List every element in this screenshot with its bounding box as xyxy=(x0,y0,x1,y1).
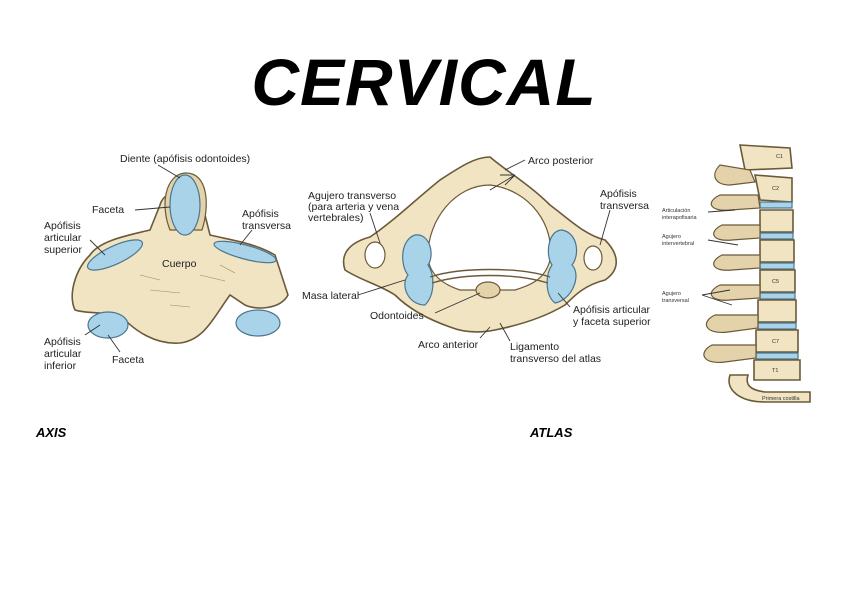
axis-label-facet-top: Faceta xyxy=(92,204,124,216)
spine-label-c5: C5 xyxy=(772,279,779,285)
axis-label-sup-art-3: superior xyxy=(44,244,82,256)
atlas-label-posterior-arch: Arco posterior xyxy=(528,155,594,167)
spine-label-ivf-1: Agujero xyxy=(662,234,681,240)
spine-label-c2: C2 xyxy=(772,186,779,192)
atlas-label-odontoid: Odontoides xyxy=(370,310,424,322)
vertebral-column xyxy=(739,144,801,381)
superior-facet-right xyxy=(546,229,578,304)
atlas-label-tp-1: Apófisis xyxy=(600,188,637,200)
atlas-label-sup-art-1: Apófisis articular xyxy=(573,304,651,316)
axis-label-dens: Diente (apófisis odontoides) xyxy=(120,153,250,165)
axis-illustration: Diente (apófisis odontoides) Faceta Apóf… xyxy=(44,153,291,372)
superior-facet-right xyxy=(213,240,277,264)
inferior-facet-right xyxy=(235,309,281,337)
atlas-label-lateral-mass: Masa lateral xyxy=(302,290,359,302)
spine-label-tf-1: Agujero xyxy=(662,291,681,297)
atlas-label-lig-2: transverso del atlas xyxy=(510,353,601,365)
atlas-label-tp-2: transversa xyxy=(600,200,649,212)
atlas-label-anterior-arch: Arco anterior xyxy=(418,339,479,351)
spine-label-tf-2: transversal xyxy=(662,298,689,304)
inferior-facet-left xyxy=(87,311,129,339)
spine-label-ivf-2: intervertebral xyxy=(662,241,694,247)
spine-label-facet-2: interapofisaria xyxy=(662,215,697,221)
axis-label-sup-art-2: articular xyxy=(44,232,82,244)
axis-label-inf-art-3: inferior xyxy=(44,360,77,372)
atlas-illustration: Arco posterior Agujero transverso (para … xyxy=(302,155,651,365)
atlas-label-sup-art-2: y faceta superior xyxy=(573,316,651,328)
spine-label-c7: C7 xyxy=(772,339,779,345)
atlas-label-lig-1: Ligamento xyxy=(510,341,559,353)
transverse-foramen-left xyxy=(364,241,386,269)
atlas-label-tf-2: (para arteria y vena xyxy=(308,201,399,213)
first-rib xyxy=(728,374,811,403)
posterior-elements xyxy=(703,164,761,364)
axis-label-body: Cuerpo xyxy=(162,258,197,270)
spine-label-first-rib: Primera costilla xyxy=(762,396,801,402)
odontoid xyxy=(475,281,501,299)
atlas-label-tf-3: vertebrales) xyxy=(308,212,363,224)
atlas-caption: ATLAS xyxy=(530,425,573,440)
superior-facet-left xyxy=(402,234,434,306)
transverse-foramen-right xyxy=(583,245,603,271)
atlas-label-tf-1: Agujero transverso xyxy=(308,190,396,202)
transverse-ligament xyxy=(429,268,551,284)
axis-caption: AXIS xyxy=(36,425,67,440)
cervical-spine-illustration: C1 C2 C5 C7 T1 Articulación interapofisa… xyxy=(662,144,811,403)
dens-facet xyxy=(169,174,201,236)
superior-facet-left xyxy=(86,239,144,271)
axis-label-transverse-1: Apófisis xyxy=(242,208,279,220)
axis-label-transverse-2: transversa xyxy=(242,220,291,232)
spine-label-facet-1: Articulación xyxy=(662,208,690,214)
spine-label-t1: T1 xyxy=(772,368,778,374)
page-title: CERVICAL xyxy=(251,45,597,119)
axis-label-facet-bottom: Faceta xyxy=(112,354,144,366)
spine-label-c1: C1 xyxy=(776,154,783,160)
axis-label-inf-art-2: articular xyxy=(44,348,82,360)
axis-label-inf-art-1: Apófisis xyxy=(44,336,81,348)
axis-label-sup-art-1: Apófisis xyxy=(44,220,81,232)
